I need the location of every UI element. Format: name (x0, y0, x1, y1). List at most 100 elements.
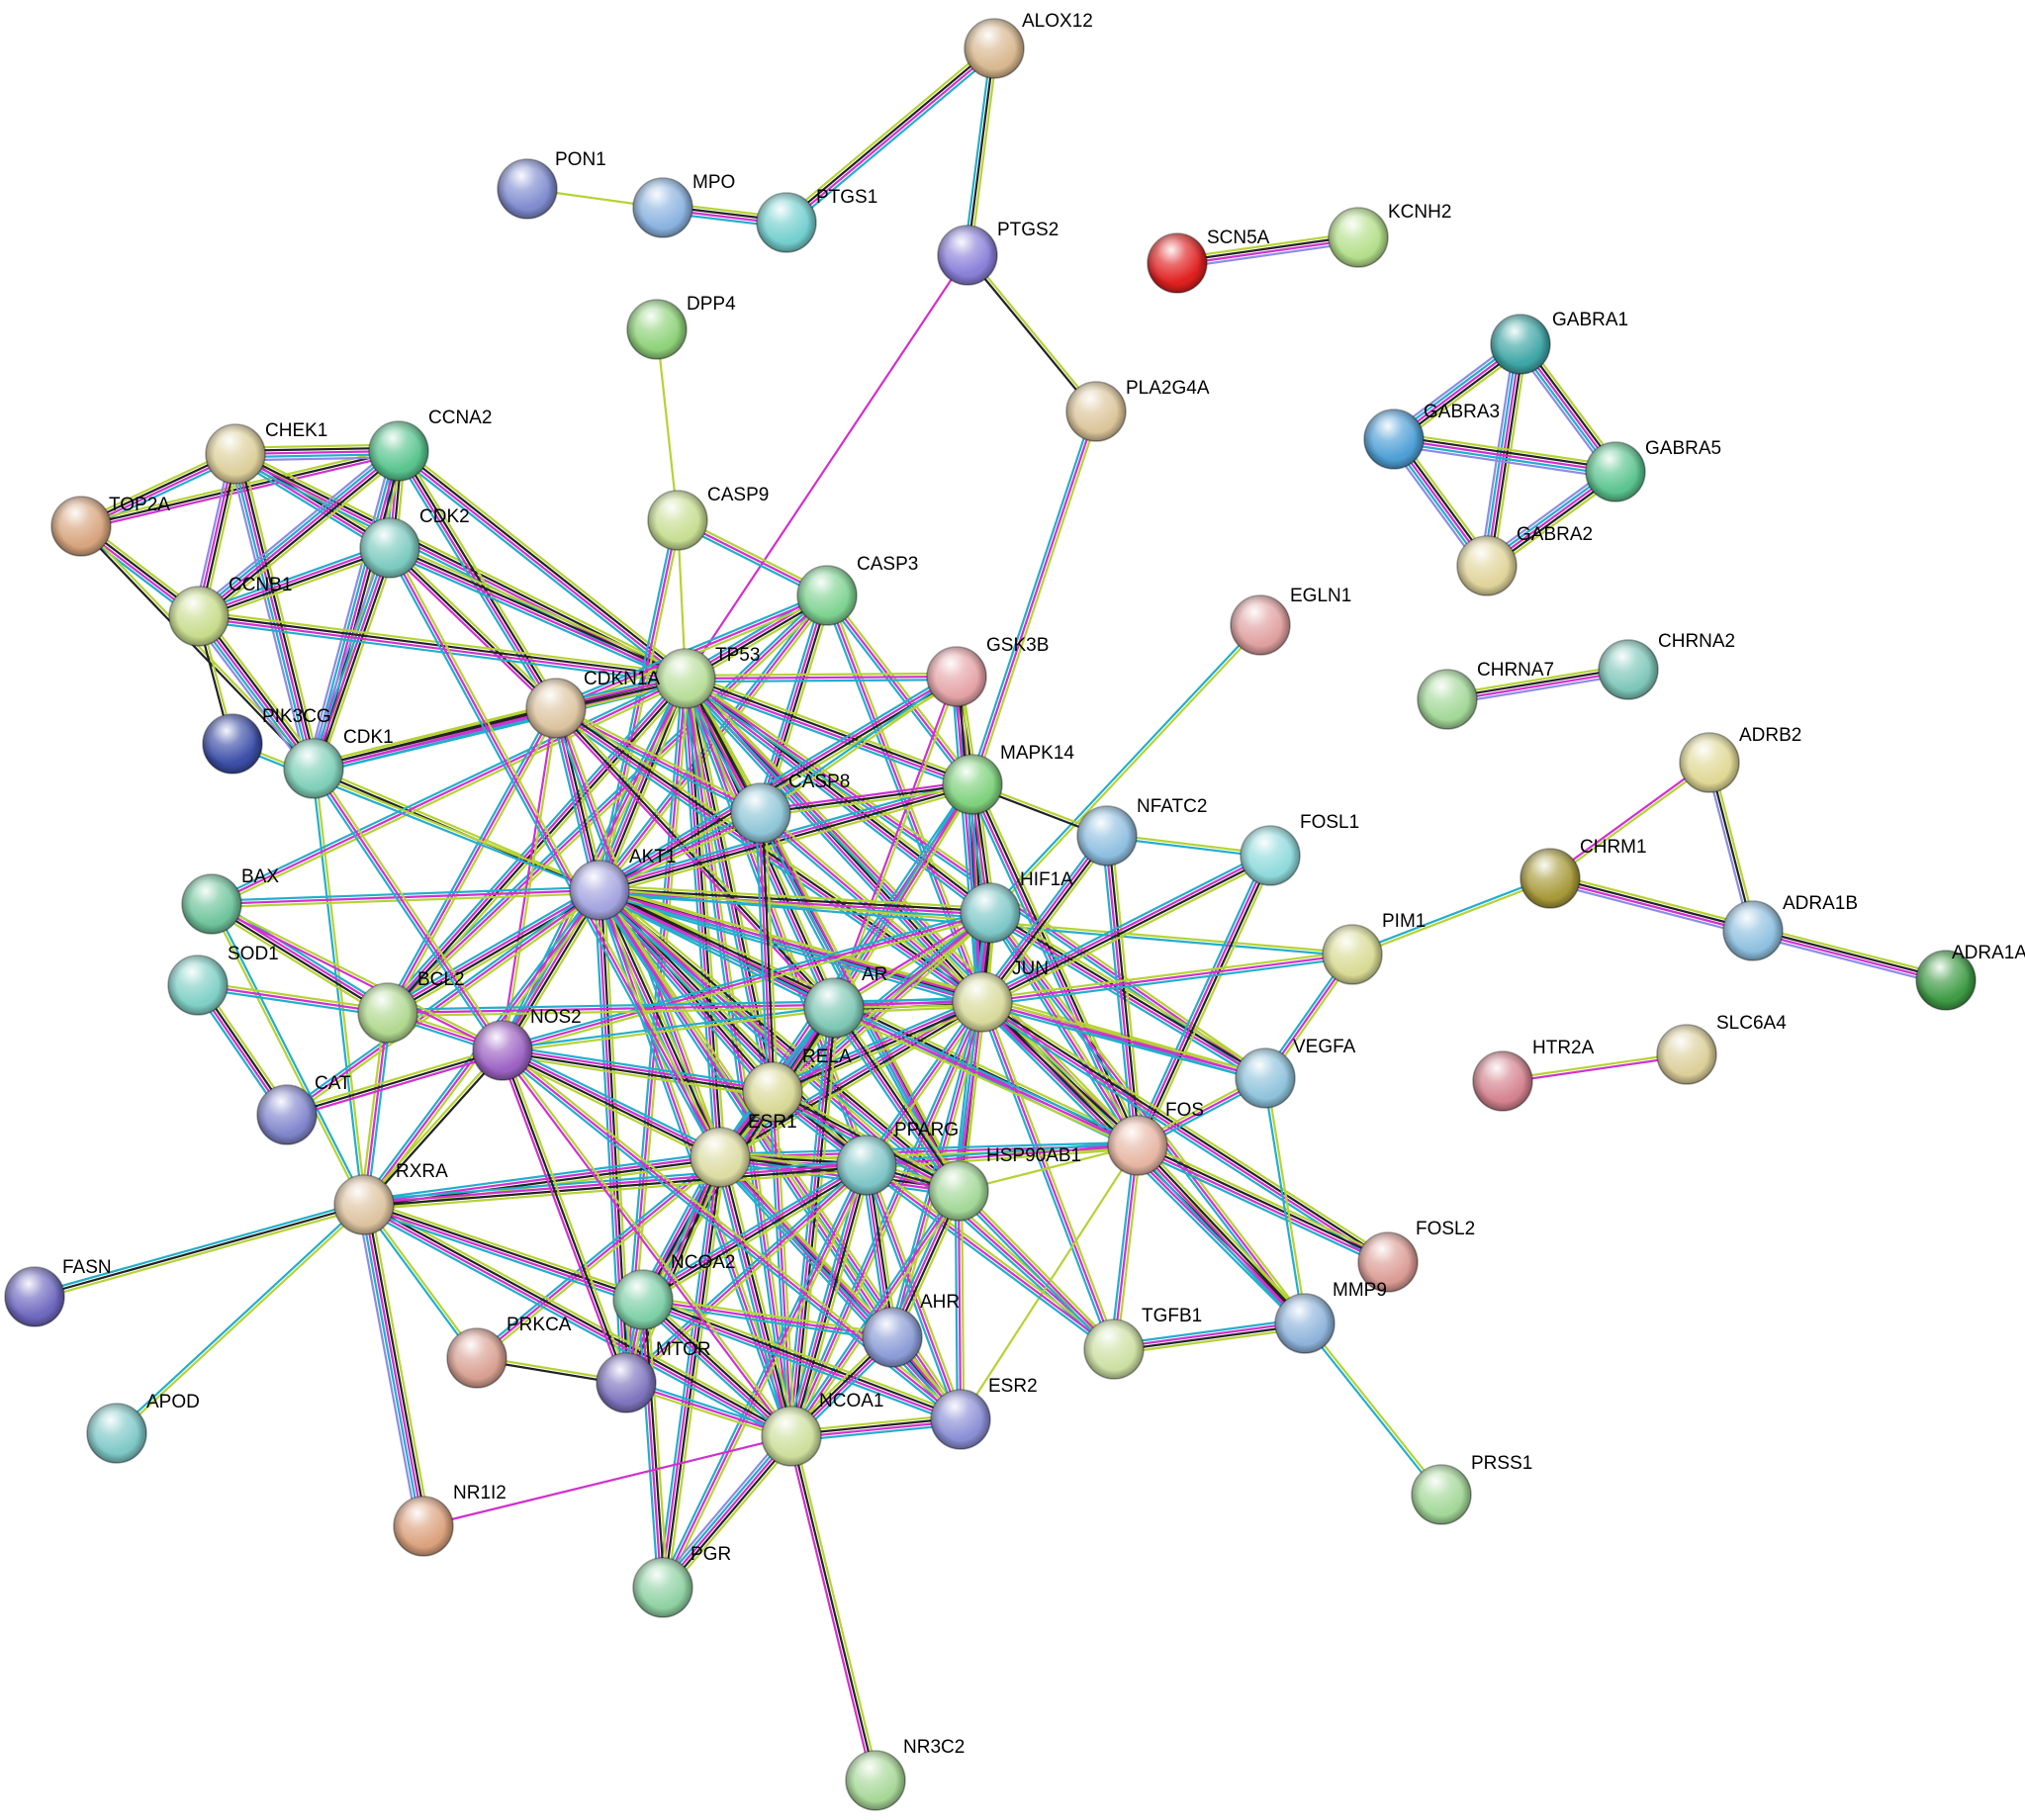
node-sphere[interactable] (1417, 669, 1478, 730)
node-gsk3b[interactable]: GSK3B (926, 635, 1049, 707)
node-pla2g4a[interactable]: PLA2G4A (1065, 378, 1210, 442)
node-sphere[interactable] (1230, 594, 1291, 656)
node-sphere[interactable] (761, 1406, 822, 1467)
node-sphere[interactable] (930, 1389, 991, 1450)
node-sphere[interactable] (1274, 1293, 1335, 1354)
node-sphere[interactable] (647, 490, 708, 551)
node-sphere[interactable] (202, 713, 263, 774)
node-sphere[interactable] (937, 225, 998, 286)
node-sphere[interactable] (1083, 1319, 1145, 1380)
node-ptgs2[interactable]: PTGS2 (937, 220, 1059, 286)
node-mmp9[interactable]: MMP9 (1274, 1280, 1387, 1354)
node-sphere[interactable] (368, 420, 429, 482)
node-fasn[interactable]: FASN (4, 1257, 112, 1327)
node-prss1[interactable]: PRSS1 (1411, 1453, 1532, 1525)
node-sphere[interactable] (655, 648, 716, 709)
node-sphere[interactable] (926, 646, 987, 707)
node-alox12[interactable]: ALOX12 (964, 11, 1093, 79)
node-sphere[interactable] (472, 1020, 533, 1081)
node-sphere[interactable] (393, 1496, 454, 1557)
node-sphere[interactable] (756, 192, 817, 253)
node-adra1a[interactable]: ADRA1A (1915, 943, 2025, 1011)
node-prkca[interactable]: PRKCA (446, 1315, 572, 1389)
node-sphere[interactable] (960, 882, 1021, 944)
node-sphere[interactable] (1722, 900, 1784, 961)
node-sphere[interactable] (569, 860, 630, 921)
edge-strand (759, 674, 957, 813)
node-sphere[interactable] (1472, 1050, 1533, 1112)
node-sphere[interactable] (167, 955, 229, 1016)
node-fosl1[interactable]: FOSL1 (1240, 812, 1359, 886)
node-sphere[interactable] (205, 423, 266, 485)
node-sphere[interactable] (497, 158, 558, 220)
node-sphere[interactable] (525, 678, 587, 739)
node-sphere[interactable] (50, 496, 112, 557)
node-sphere[interactable] (845, 1750, 906, 1811)
node-bax[interactable]: BAX (181, 866, 279, 935)
node-ptgs1[interactable]: PTGS1 (756, 187, 877, 253)
node-sphere[interactable] (1411, 1464, 1472, 1525)
node-sphere[interactable] (1598, 639, 1659, 700)
node-sphere[interactable] (283, 738, 344, 799)
node-nfatc2[interactable]: NFATC2 (1076, 796, 1207, 866)
node-sphere[interactable] (952, 971, 1013, 1033)
node-sphere[interactable] (632, 177, 693, 238)
node-mpo[interactable]: MPO (632, 172, 735, 238)
node-gabra5[interactable]: GABRA5 (1585, 438, 1721, 502)
node-ncoa2[interactable]: NCOA2 (612, 1252, 735, 1330)
node-adrb2[interactable]: ADRB2 (1679, 725, 1801, 793)
node-sphere[interactable] (86, 1403, 147, 1464)
node-sphere[interactable] (1147, 232, 1208, 294)
node-sphere[interactable] (690, 1127, 751, 1188)
node-sphere[interactable] (1076, 805, 1138, 866)
node-pon1[interactable]: PON1 (497, 149, 606, 220)
node-sphere[interactable] (1585, 441, 1646, 502)
node-sphere[interactable] (803, 977, 865, 1039)
node-apod[interactable]: APOD (86, 1392, 200, 1464)
node-casp3[interactable]: CASP3 (796, 554, 918, 626)
node-sphere[interactable] (1679, 732, 1740, 793)
node-gabra2[interactable]: GABRA2 (1456, 524, 1593, 596)
node-sphere[interactable] (4, 1266, 65, 1327)
node-egln1[interactable]: EGLN1 (1230, 586, 1351, 656)
node-slc6a4[interactable]: SLC6A4 (1656, 1013, 1787, 1085)
node-sphere[interactable] (1328, 207, 1389, 268)
node-sphere[interactable] (357, 982, 418, 1044)
node-sphere[interactable] (730, 782, 791, 844)
node-esr2[interactable]: ESR2 (930, 1376, 1038, 1450)
node-sphere[interactable] (1107, 1115, 1168, 1176)
node-sphere[interactable] (359, 517, 420, 579)
node-sod1[interactable]: SOD1 (167, 944, 279, 1016)
node-sphere[interactable] (612, 1269, 674, 1330)
node-sphere[interactable] (1656, 1024, 1717, 1085)
node-sphere[interactable] (632, 1557, 693, 1618)
node-sphere[interactable] (1456, 535, 1518, 596)
node-sphere[interactable] (1363, 409, 1425, 470)
node-sphere[interactable] (1490, 314, 1551, 375)
node-sphere[interactable] (1235, 1047, 1296, 1109)
node-chrna2[interactable]: CHRNA2 (1598, 631, 1735, 700)
node-sphere[interactable] (596, 1352, 657, 1413)
node-sphere[interactable] (1519, 848, 1581, 909)
node-sphere[interactable] (333, 1174, 395, 1235)
node-sphere[interactable] (928, 1160, 989, 1222)
node-sphere[interactable] (168, 586, 230, 647)
node-sphere[interactable] (1322, 924, 1383, 985)
node-sphere[interactable] (1065, 381, 1127, 442)
node-sphere[interactable] (862, 1307, 923, 1368)
node-sphere[interactable] (796, 565, 858, 626)
node-pim1[interactable]: PIM1 (1322, 911, 1426, 985)
node-dpp4[interactable]: DPP4 (626, 294, 736, 360)
edge-strand (313, 705, 556, 769)
node-sphere[interactable] (626, 299, 688, 360)
node-gabra1[interactable]: GABRA1 (1490, 310, 1628, 375)
node-sphere[interactable] (1240, 825, 1301, 886)
node-vegfa[interactable]: VEGFA (1235, 1037, 1356, 1109)
node-kcnh2[interactable]: KCNH2 (1328, 202, 1451, 268)
node-sphere[interactable] (446, 1327, 507, 1389)
node-sphere[interactable] (836, 1135, 897, 1196)
node-sphere[interactable] (942, 754, 1003, 815)
node-sphere[interactable] (964, 18, 1025, 79)
node-sphere[interactable] (181, 873, 242, 935)
node-sphere[interactable] (256, 1084, 318, 1145)
